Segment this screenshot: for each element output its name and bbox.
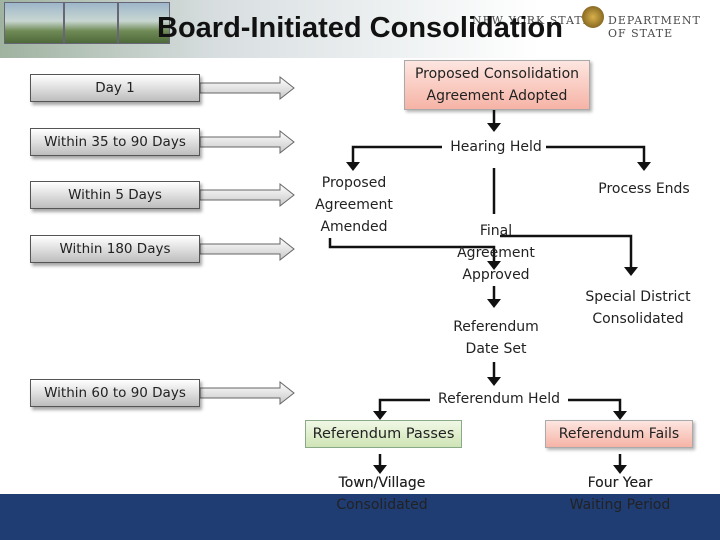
photo-building-image: [64, 2, 118, 44]
node-agreement-amended: Proposed Agreement Amended: [315, 175, 393, 235]
timeline-arrow-180-days: [199, 236, 295, 262]
node-town-village-consolidated-overlay: Town/Village Consolidated: [336, 475, 428, 513]
timeline-arrow-5-days: [199, 182, 295, 208]
timeline-arrow-day-1: [199, 75, 295, 101]
node-process-ends: Process Ends: [598, 181, 690, 197]
node-final-agreement-approved: Final Agreement Approved: [457, 223, 535, 283]
timeline-within-180-days: Within 180 Days: [30, 235, 200, 263]
state-seal-icon: [582, 6, 604, 28]
node-referendum-held: Referendum Held: [438, 391, 560, 407]
node-four-year-waiting-period-overlay: Four Year Waiting Period: [569, 475, 671, 513]
timeline-arrow-60-90: [199, 380, 295, 406]
node-referendum-fails: Referendum Fails: [545, 420, 693, 448]
brand-state-logo: NEW YORK STATE: [472, 14, 592, 27]
timeline-arrow-35-90: [199, 129, 295, 155]
timeline-within-60-90-days: Within 60 to 90 Days: [30, 379, 200, 407]
timeline-day-1: Day 1: [30, 74, 200, 102]
node-agreement-adopted: Proposed Consolidation Agreement Adopted: [404, 60, 590, 110]
node-referendum-passes: Referendum Passes: [305, 420, 462, 448]
brand-department-logo: DEPARTMENT OF STATE: [608, 14, 701, 40]
timeline-within-35-90-days: Within 35 to 90 Days: [30, 128, 200, 156]
timeline-within-5-days: Within 5 Days: [30, 181, 200, 209]
node-referendum-date-set: Referendum Date Set: [453, 319, 539, 357]
node-special-district-consolidated: Special District Consolidated: [585, 289, 691, 327]
footer-band: [0, 494, 720, 540]
node-hearing-held: Hearing Held: [450, 139, 542, 155]
page-title: Board-Initiated Consolidation: [157, 12, 563, 44]
photo-lake-image: [4, 2, 64, 44]
photo-canal-image: [118, 2, 170, 44]
